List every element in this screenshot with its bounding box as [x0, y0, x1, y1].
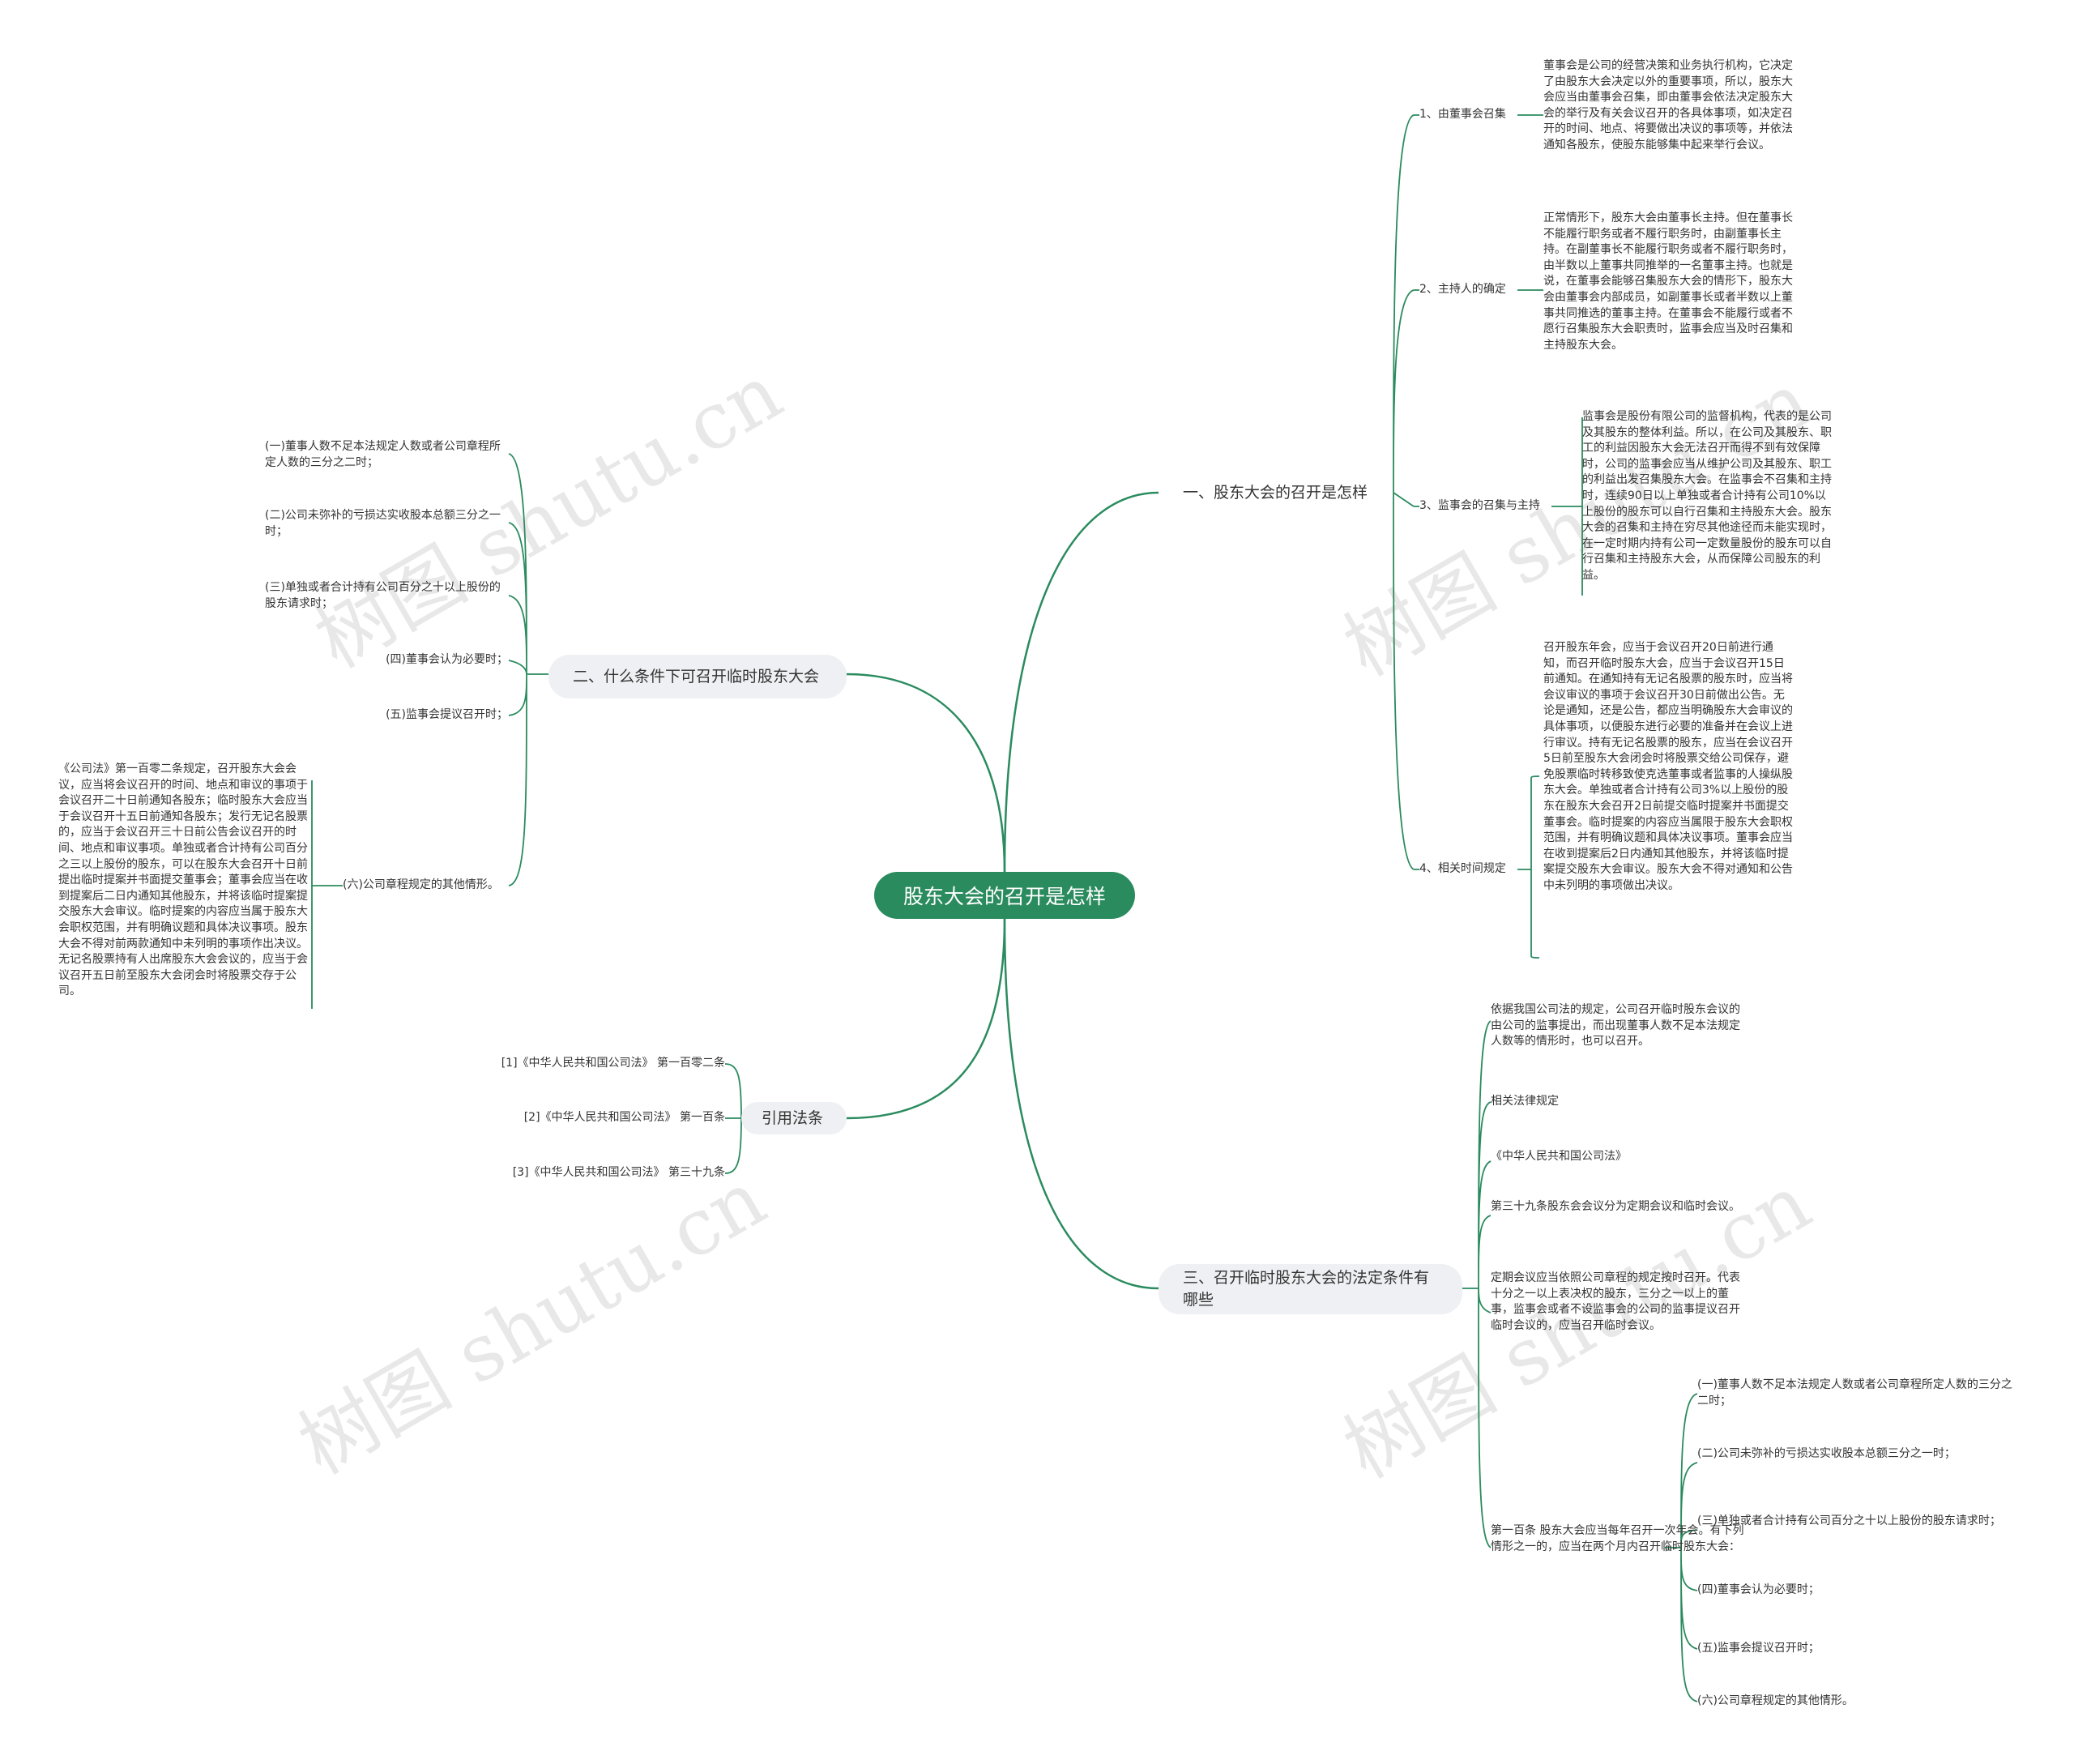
- legal-subitem: (二)公司未弥补的亏损达实收股本总额三分之一时；: [1697, 1447, 1956, 1460]
- subnode-label[interactable]: 1、由董事会召集: [1419, 108, 1506, 121]
- legal-item: 定期会议应当依照公司章程的规定按时召开。代表十分之一以上表决权的股东，三分之一以…: [1491, 1271, 1740, 1332]
- legal-subitem: (三)单独或者合计持有公司百分之十以上股份的股东请求时；: [1697, 1514, 2001, 1527]
- citation-item[interactable]: [1]《中华人民共和国公司法》 第一百零二条: [501, 1057, 725, 1070]
- link-root-branch2: [846, 673, 1006, 873]
- subnode-label[interactable]: 2、主持人的确定: [1419, 283, 1506, 296]
- citation-item[interactable]: [3]《中华人民共和国公司法》 第三十九条: [512, 1166, 725, 1179]
- condition-detail: 《公司法》第一百零二条规定，召开股东大会会议，应当将会议召开的时间、地点和审议的…: [58, 762, 308, 998]
- condition-item: (五)监事会提议召开时；: [386, 708, 508, 721]
- subnode-label[interactable]: 4、相关时间规定: [1419, 862, 1506, 875]
- link-root-branch3: [846, 918, 1006, 1120]
- branch-title: 二、什么条件下可召开临时股东大会: [573, 667, 820, 686]
- condition-item: (二)公司未弥补的亏损达实收股本总额三分之一时；: [265, 509, 501, 538]
- legal-subitem: (六)公司章程规定的其他情形。: [1697, 1694, 1854, 1707]
- condition-item: (六)公司章程规定的其他情形。: [343, 878, 499, 891]
- legal-subitem: (一)董事人数不足本法规定人数或者公司章程所定人数的三分之二时；: [1697, 1378, 2012, 1407]
- subnode-label[interactable]: 3、监事会的召集与主持: [1419, 499, 1540, 512]
- branch-node-conditions[interactable]: 二、什么条件下可召开临时股东大会: [548, 655, 847, 698]
- citation-item[interactable]: [2]《中华人民共和国公司法》 第一百条: [523, 1111, 725, 1124]
- legal-subitem: (五)监事会提议召开时；: [1697, 1642, 1820, 1655]
- branch-node-legal-conditions[interactable]: 三、召开临时股东大会的法定条件有哪些: [1159, 1264, 1462, 1314]
- subnode-detail: 正常情形下，股东大会由董事长主持。但在董事长不能履行职务或者不履行职务时，由副董…: [1543, 211, 1793, 352]
- branch-title: 引用法条: [762, 1108, 824, 1127]
- branch-title: 一、股东大会的召开是怎样: [1183, 483, 1368, 502]
- condition-item: (三)单独或者合计持有公司百分之十以上股份的股东请求时；: [265, 581, 501, 610]
- legal-item: 相关法律规定: [1491, 1095, 1559, 1108]
- legal-item: 《中华人民共和国公司法》: [1491, 1150, 1627, 1163]
- subnode-detail: 监事会是股份有限公司的监督机构，代表的是公司及其股东的整体利益。所以，在公司及其…: [1582, 410, 1832, 582]
- legal-item: 依据我国公司法的规定，公司召开临时股东会议的由公司的监事提出，而出现董事人数不足…: [1491, 1003, 1740, 1049]
- root-node[interactable]: 股东大会的召开是怎样: [874, 872, 1135, 919]
- legal-item: 第三十九条股东会会议分为定期会议和临时会议。: [1491, 1200, 1740, 1213]
- link-root-branch1: [1003, 491, 1159, 873]
- condition-item: (四)董事会认为必要时；: [386, 653, 508, 666]
- legal-subitem: (四)董事会认为必要时；: [1697, 1583, 1820, 1596]
- condition-item: (一)董事人数不足本法规定人数或者公司章程所定人数的三分之二时；: [265, 440, 501, 469]
- subnode-detail: 召开股东年会，应当于会议召开20日前进行通知，而召开临时股东大会，应当于会议召开…: [1543, 641, 1793, 892]
- legal-item: 第一百条 股东大会应当每年召开一次年会。有下列情形之一的，应当在两个月内召开临时…: [1491, 1524, 1744, 1553]
- branch-title: 三、召开临时股东大会的法定条件有哪些: [1183, 1269, 1430, 1309]
- subnode-detail: 董事会是公司的经营决策和业务执行机构，它决定了由股东大会决定以外的重要事项，所以…: [1543, 59, 1793, 152]
- link-root-branch4: [1003, 918, 1159, 1290]
- branch-node-convening[interactable]: 一、股东大会的召开是怎样: [1159, 478, 1393, 507]
- branch-node-citations[interactable]: 引用法条: [741, 1102, 847, 1134]
